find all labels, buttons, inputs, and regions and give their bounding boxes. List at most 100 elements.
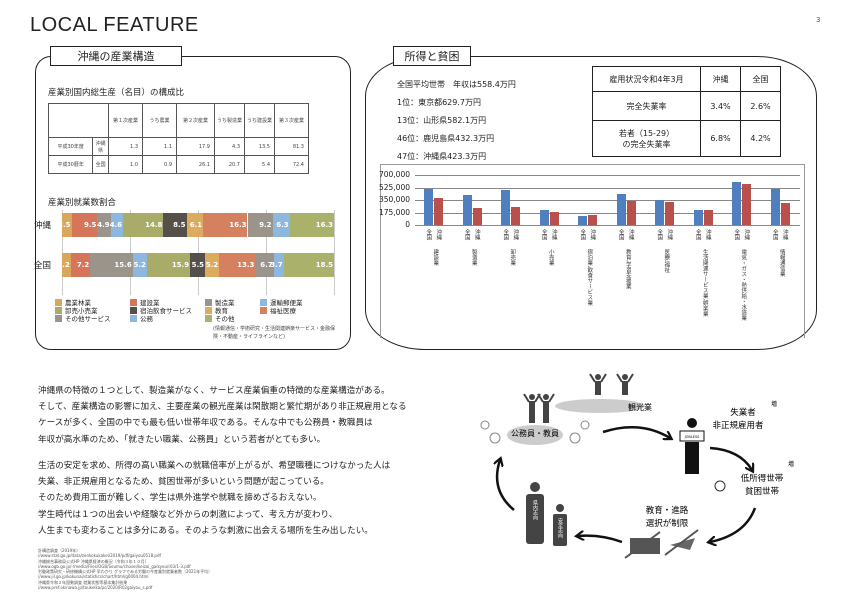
bar-okinawa	[472, 207, 482, 225]
legend-label: 運輸郵便業	[270, 299, 303, 307]
bar-segment: 8.5	[163, 213, 187, 237]
data-label: 8.5	[173, 221, 186, 229]
income-poverty-tab: 所得と貧困	[393, 46, 471, 66]
employment-status-table: 雇用状況令和4年3月 沖縄 全国 完全失業率 3.4% 2.6% 若者（15-2…	[592, 66, 781, 157]
category-label: 情報通信業	[778, 249, 785, 277]
legend-swatch	[205, 306, 212, 314]
source-link[interactable]: //www.pref.okinawa.jp/toukeika/pc/2020/R…	[38, 585, 153, 591]
data-label: 5.2	[133, 261, 146, 269]
bar-national	[578, 215, 588, 225]
series-label: 全国	[540, 229, 547, 240]
source-link[interactable]: //www.jil.go.jp/kokunai/statistics/chart…	[38, 574, 149, 580]
bar-okinawa	[549, 211, 559, 225]
income-line: 46位：鹿児島県432.3万円	[397, 134, 495, 143]
arrow-icon	[602, 426, 670, 438]
data-label: 18.5	[315, 261, 333, 269]
bar-national	[732, 182, 742, 225]
table-row: 完全失業率 3.4% 2.6%	[592, 91, 781, 121]
y-tick-label: 350,000	[378, 195, 410, 204]
period: 平成30年度	[47, 137, 94, 156]
data-label: 5.2	[205, 261, 219, 269]
table-header-row: 雇用状況令和4年3月 沖縄 全国	[592, 66, 781, 92]
series-label: 全国	[733, 229, 740, 240]
okinawa-value: 6.8%	[700, 120, 741, 157]
page-number: 3	[816, 16, 821, 24]
arrow-icon	[578, 536, 623, 544]
bar-national	[693, 210, 703, 225]
national-value: 4.2%	[740, 120, 781, 157]
source-link[interactable]: //www.ogb.go.jp/-/media/Files/OGB/Soumu/…	[38, 563, 191, 569]
data-label: 9.2	[259, 221, 272, 229]
table-row: 若者（15-29）の完全失業率 6.8% 4.2%	[592, 120, 781, 157]
increase-mark: 増	[771, 400, 777, 408]
gdp-table: 第１次産業 うち農業 第２次産業 うち製造業 うち建設業 第３次産業 平成30年…	[47, 103, 309, 174]
data-label: 9.5	[83, 221, 97, 229]
legend-swatch	[55, 314, 62, 322]
text-line: 学生時代は１つの出会いや経験など外からの刺激によって、考え方が変わり、	[38, 509, 338, 520]
bar-segment: 3.7	[270, 253, 284, 277]
page-title: LOCAL FEATURE	[30, 14, 199, 36]
text-line: ケースが多く、全国の中でも最も低い世帯年収である。そんな中でも公務員・教職員は	[38, 418, 373, 429]
legend-label: 教育	[215, 307, 228, 315]
bar-segment: 5.2	[205, 253, 220, 277]
source-line: 計構造調査（2019年）	[38, 548, 81, 553]
income-ranking: 全国平均世帯 年収は558.4万円 1位：東京都629.7万円 13位：山形県5…	[397, 76, 516, 166]
series-label: 沖縄	[589, 229, 596, 240]
bar-segment: 15.6	[90, 253, 133, 277]
source-link[interactable]: //www.stat.go.jp/data/zenkokukakei/2019/…	[38, 553, 161, 559]
bar-okinawa	[511, 206, 521, 225]
legend-swatch	[130, 306, 137, 314]
gdp-header: 第３次産業	[274, 103, 309, 138]
income-line: 全国平均世帯 年収は558.4万円	[397, 80, 516, 89]
arrow-icon	[497, 460, 515, 511]
bar-national	[539, 210, 549, 225]
unemployed-label: 失業者	[730, 407, 756, 418]
income-poverty-panel	[365, 56, 817, 350]
row-label: 若者（15-29）の完全失業率	[592, 120, 701, 157]
series-label: 沖縄	[781, 229, 788, 240]
data-label: 15.9	[171, 261, 190, 269]
gdp-row: 平成30年度 沖縄県 1.3 1.1 17.9 4.3 13.5 81.3	[47, 137, 309, 156]
legend-label: 製造業	[215, 299, 235, 307]
income-line: 13位：山形県582.1万円	[397, 116, 487, 125]
gridline	[415, 200, 800, 201]
other-note: (情報通信・学術研究・生活関連娯楽サービス・金融保険・不動産・ライフラインなど)	[213, 326, 335, 340]
legend-swatch	[130, 298, 137, 306]
gridline	[198, 210, 199, 295]
gridline	[266, 210, 267, 295]
legend-swatch	[260, 298, 267, 306]
jobless-sign	[679, 430, 705, 442]
bar-segment: 9.2	[247, 213, 273, 237]
bar-okinawa	[742, 183, 752, 225]
poverty-cycle-diagram: 観光業 公務員・教員 JOBLESS 失業者 非正規雇用者 増 低所得世帯 貧困…	[480, 373, 794, 559]
y-tick-label: 175,000	[378, 207, 410, 217]
series-label: 沖縄	[435, 229, 442, 240]
bar-segment: 16.3	[203, 213, 248, 237]
data-label: 4.9	[97, 221, 110, 229]
legend-label: 建設業	[140, 299, 160, 307]
legend-item: その他	[205, 313, 235, 323]
employment-title: 産業別就業数割合	[48, 198, 117, 208]
gridline	[62, 210, 63, 295]
paragraph-1: 沖縄県の特徴の１つとして、製造業がなく、サービス産業偏重の特徴的な産業構造がある…	[38, 383, 407, 448]
gridline	[334, 210, 335, 295]
series-label: 全国	[771, 229, 778, 240]
category-label: 教育,学習支援業	[624, 249, 631, 290]
bar-segment: 6.3	[272, 213, 290, 237]
category-label: 医療,福祉	[663, 249, 670, 273]
series-label: 全国	[617, 229, 624, 240]
sources: 計構造調査（2019年） //www.stat.go.jp/data/zenko…	[38, 548, 212, 590]
value: 72.4	[274, 155, 309, 174]
data-label: 4.6	[109, 221, 123, 229]
paragraph-2: 生活の安定を求め、所得の高い職業への就職倍率が上がるが、希望職種につけなかった人…	[38, 458, 390, 539]
school-plane-crossed-icon	[624, 529, 699, 559]
legend-item: 建設業	[130, 297, 160, 307]
category-label: 宿泊業,飲食サービス業	[586, 249, 593, 306]
bar-segment: 4.6	[109, 213, 124, 237]
text-line: そして、産業構造の影響に加え、主要産業の観光産業は閑散期と繁忙期があり非正規雇用…	[38, 402, 407, 413]
text-line: 人生までも変わることは多分にある。そのような刺激に出会える場所を生み出したい。	[38, 525, 373, 536]
low-income-label: 低所得世帯	[741, 473, 784, 484]
legend-swatch	[205, 314, 212, 322]
income-line: 47位：沖縄県423.3万円	[397, 152, 487, 161]
legend-item: 卸売小売業	[55, 305, 98, 315]
